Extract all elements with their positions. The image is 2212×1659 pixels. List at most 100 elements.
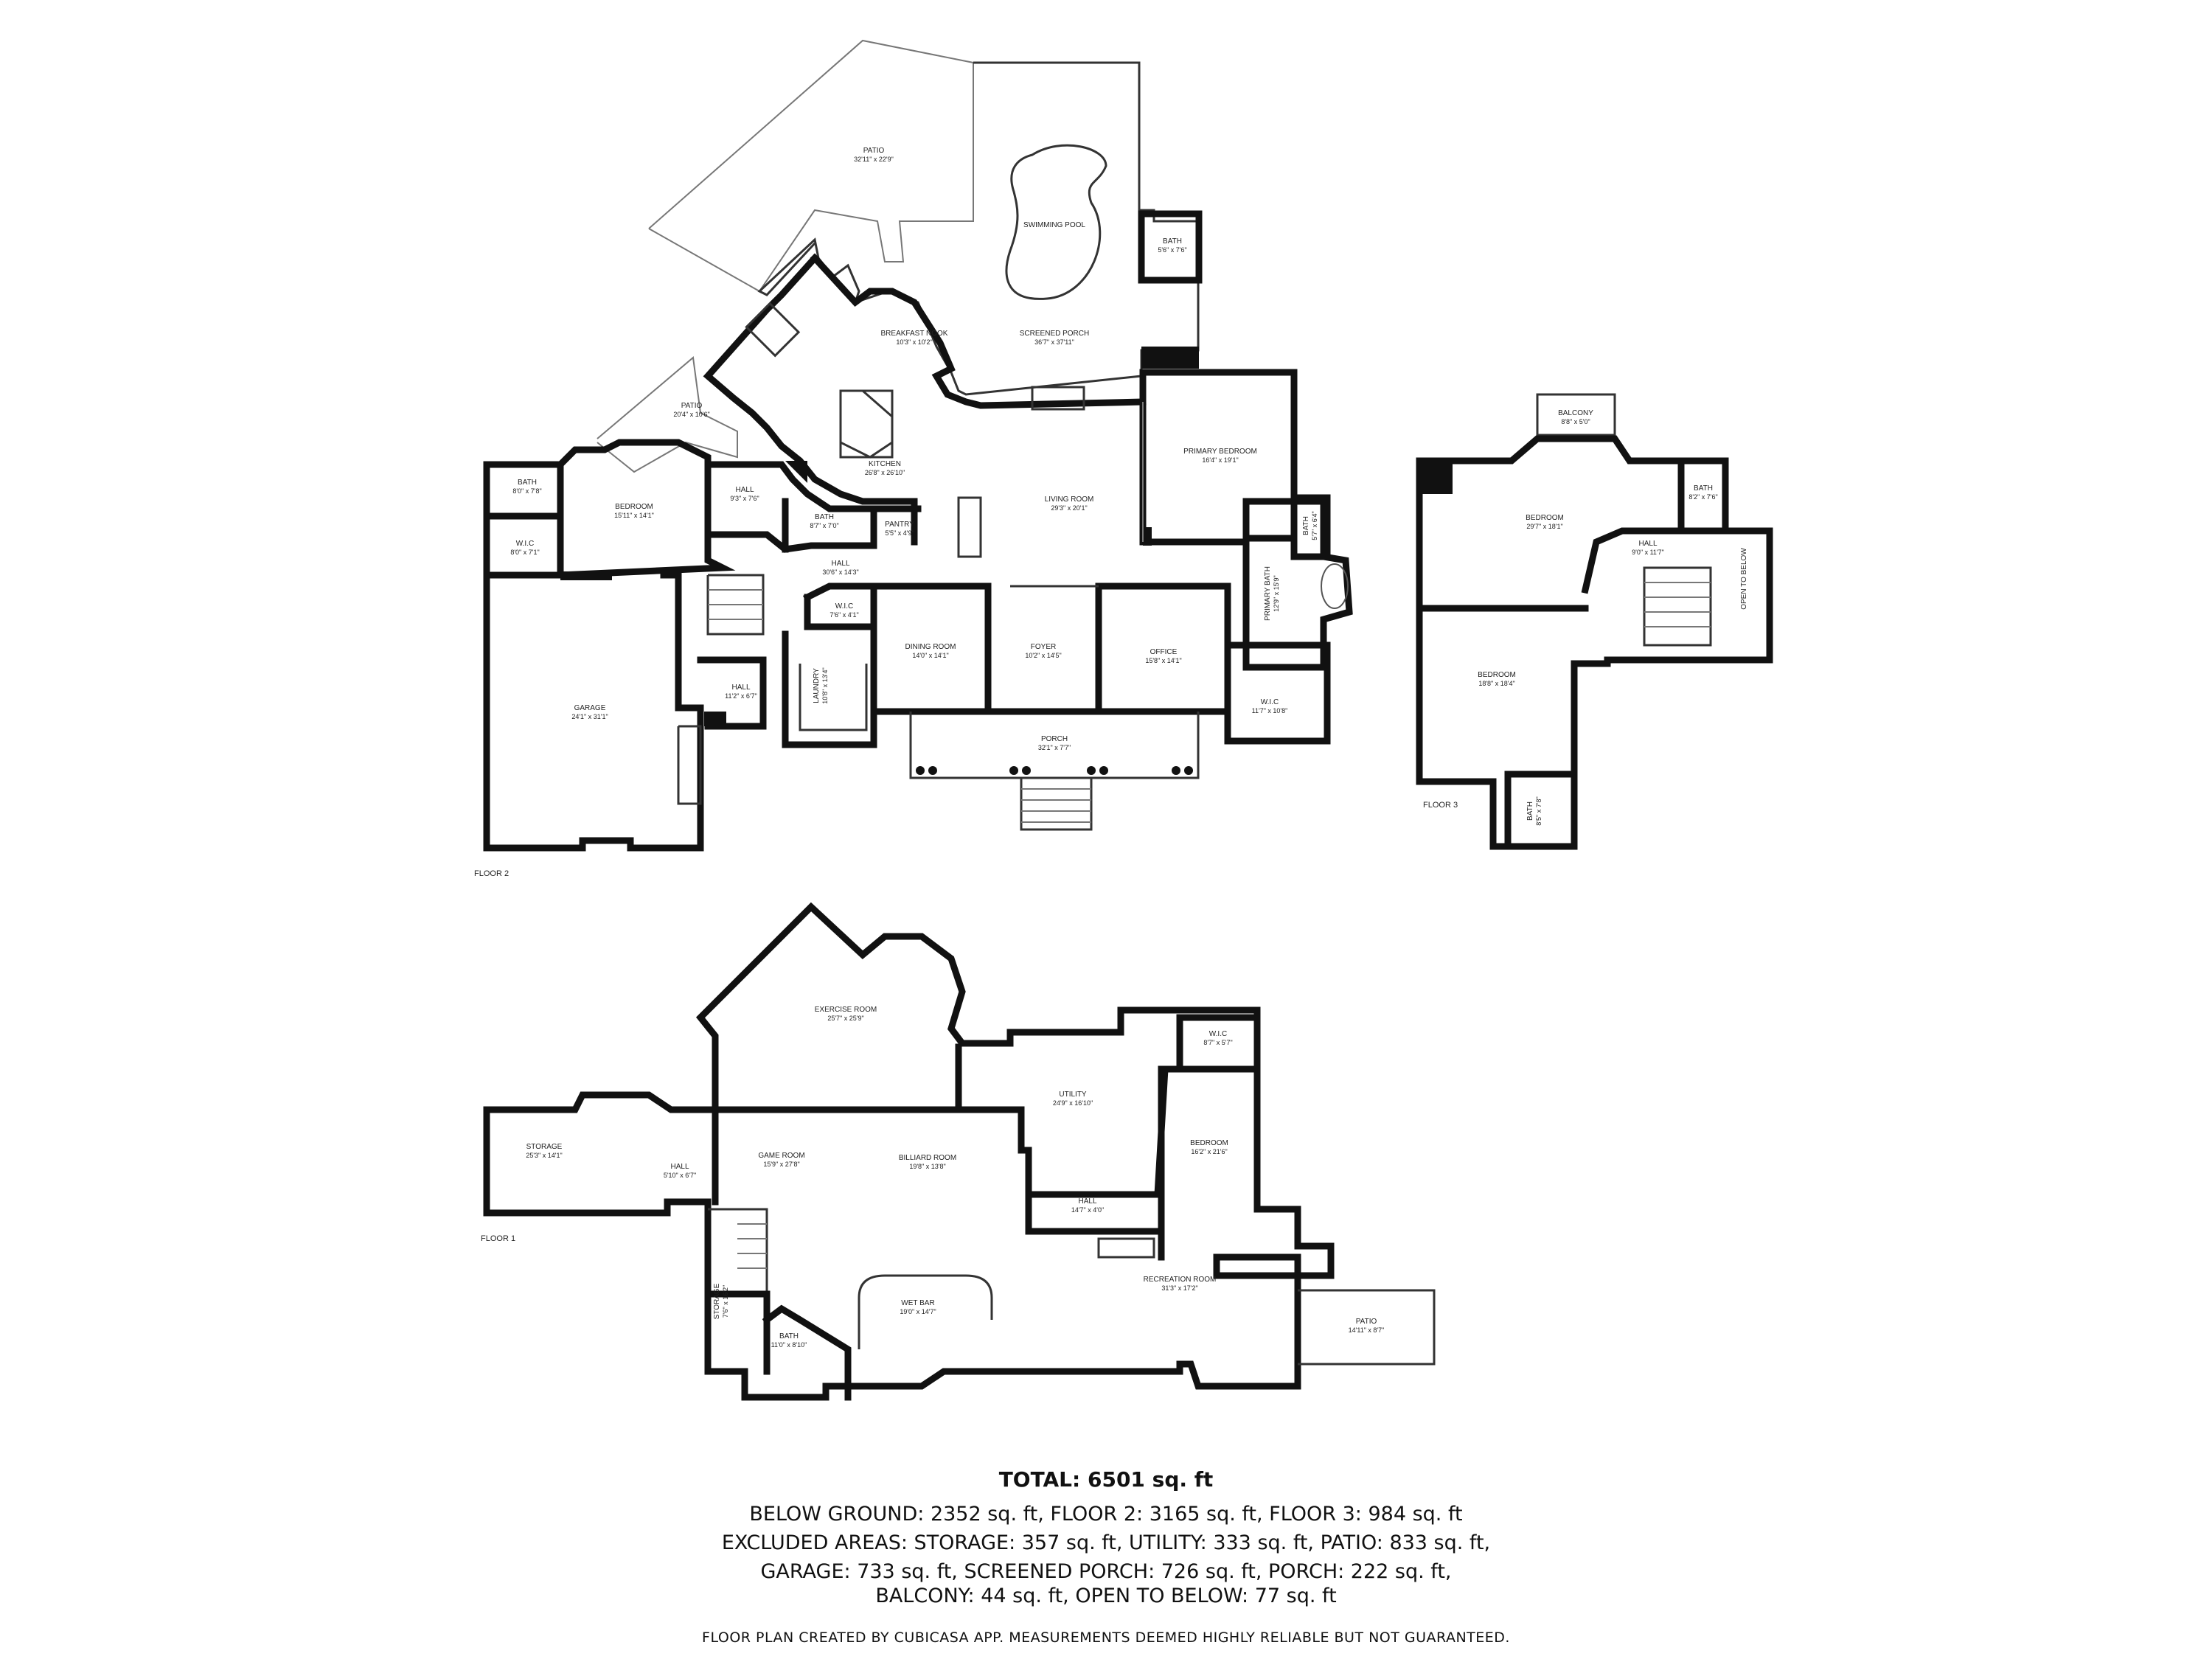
room-label: BATH xyxy=(1163,237,1182,246)
wall-block xyxy=(1143,527,1152,546)
room-dimension: 9'0" x 11'7" xyxy=(1632,549,1664,556)
room-label: STORAGE xyxy=(526,1143,563,1151)
storage-b-walls xyxy=(704,1290,771,1375)
room-dimension: 8'0" x 7'8" xyxy=(512,487,541,495)
bath-walls xyxy=(762,1304,852,1401)
room-dimension: 32'1" x 7'7" xyxy=(1038,744,1071,751)
room-dimension: 8'7" x 7'0" xyxy=(810,522,838,529)
room-label: HALL xyxy=(731,684,750,692)
room-label: W.I.C xyxy=(1261,698,1279,706)
room-label: PRIMARY BEDROOM xyxy=(1183,448,1257,456)
floor-3-label: FLOOR 3 xyxy=(1423,801,1458,810)
room-dimension: 7'6" x 16'2" xyxy=(722,1285,729,1318)
stairs-floor-1 xyxy=(708,1208,768,1295)
room-label: HALL xyxy=(670,1163,689,1171)
room-label: HALL xyxy=(1078,1197,1096,1206)
room-dimension: 26'8" x 26'10" xyxy=(865,469,905,476)
room-dimension: 5'10" x 6'7" xyxy=(664,1172,696,1179)
room-label: WET BAR xyxy=(901,1299,934,1307)
laundry-counter xyxy=(799,664,868,731)
wall-block xyxy=(1419,461,1453,494)
laundry-walls xyxy=(782,630,877,748)
disclaimer-footer: FLOOR PLAN CREATED BY CUBICASA APP. MEAS… xyxy=(702,1630,1510,1646)
room-label: HALL xyxy=(831,560,849,568)
porch-outline xyxy=(909,712,1200,779)
room-dimension: 9'3" x 7'6" xyxy=(730,495,759,502)
room-label: BILLIARD ROOM xyxy=(899,1154,956,1162)
room-dimension: 31'3" x 17'2" xyxy=(1161,1284,1197,1292)
room-dimension: 14'11" x 8'7" xyxy=(1349,1326,1385,1334)
total-area: TOTAL: 6501 sq. ft xyxy=(998,1467,1214,1492)
room-dimension: 19'0" x 14'7" xyxy=(900,1308,936,1315)
floor-2-plan: PATIO 32'11" x 22'9" SWIMMING POOL BATH … xyxy=(474,39,1353,878)
room-dimension: 15'8" x 14'1" xyxy=(1145,657,1181,664)
room-dimension: 8'2" x 7'6" xyxy=(1688,493,1717,501)
office-walls xyxy=(1095,582,1231,715)
bath-bottom-walls xyxy=(1504,771,1578,850)
garage-steps xyxy=(677,725,702,805)
room-dimension: 29'7" x 18'1" xyxy=(1526,523,1562,530)
wic-right-walls xyxy=(1224,641,1331,745)
room-dimension: 25'7" x 25'9" xyxy=(827,1015,863,1022)
room-label: BATH xyxy=(815,513,834,521)
room-label: BEDROOM xyxy=(1526,514,1564,522)
room-label: BATH xyxy=(1526,801,1534,821)
kitchen-west-walls xyxy=(703,253,918,546)
room-label: SWIMMING POOL xyxy=(1023,221,1085,229)
room-label: BATH xyxy=(518,479,537,487)
room-dimension: 5'6" x 7'6" xyxy=(1158,246,1186,254)
room-label: PATIO xyxy=(681,402,703,410)
porch-column xyxy=(1022,766,1031,775)
room-dimension: 24'9" x 16'10" xyxy=(1053,1099,1093,1107)
room-dimension: 8'0" x 7'1" xyxy=(510,549,539,556)
room-label: SCREENED PORCH xyxy=(1020,330,1089,338)
patio-side-outline xyxy=(597,356,738,473)
floor-1-label: FLOOR 1 xyxy=(481,1234,515,1243)
kitchen-counter xyxy=(840,389,894,459)
patio-main-outline xyxy=(648,39,974,293)
room-dimension: 36'7" x 37'11" xyxy=(1034,338,1074,346)
breakfast-nook-walls xyxy=(810,253,1147,409)
porch-column xyxy=(1172,766,1180,775)
wall-block xyxy=(704,712,726,726)
room-dimension: 8'5" x 7'8" xyxy=(1535,796,1543,825)
room-label: HALL xyxy=(735,486,754,494)
room-dimension: 10'3" x 10'2" xyxy=(896,338,932,346)
stairs-floor-3 xyxy=(1643,566,1712,647)
room-label: BATH xyxy=(779,1332,799,1340)
room-label: RECREATION ROOM xyxy=(1144,1276,1217,1284)
area-breakdown-line-3: GARAGE: 733 sq. ft, SCREENED PORCH: 726 … xyxy=(760,1560,1452,1583)
porch-steps xyxy=(1020,778,1093,831)
wall-block xyxy=(785,461,807,483)
wet-bar-counter xyxy=(858,1274,993,1349)
area-breakdown-line-4: BALCONY: 44 sq. ft, OPEN TO BELOW: 77 sq… xyxy=(875,1585,1337,1607)
floor-3-plan: BALCONY 8'8" x 5'0" BATH 8'2" x 7'6" BED… xyxy=(1416,393,1773,850)
floor-3-walls xyxy=(1416,435,1773,850)
room-label: EXERCISE ROOM xyxy=(815,1006,877,1014)
room-dimension: 14'0" x 14'1" xyxy=(912,652,948,659)
porch-column xyxy=(928,766,937,775)
porch-column xyxy=(1099,766,1108,775)
room-label: GARAGE xyxy=(574,704,606,712)
room-dimension: 19'8" x 13'8" xyxy=(909,1163,945,1170)
wall-block xyxy=(1141,347,1199,369)
room-label: W.I.C xyxy=(1209,1030,1227,1038)
garage-walls xyxy=(483,571,704,852)
small-bath-walls xyxy=(1290,494,1331,560)
porch-column xyxy=(916,766,925,775)
wic-mid-walls xyxy=(802,582,877,630)
room-dimension: 29'3" x 20'1" xyxy=(1051,504,1087,512)
room-label: BATH xyxy=(1694,484,1713,493)
floor-1-outer-walls xyxy=(483,902,1335,1401)
living-fixture xyxy=(957,496,982,558)
room-label: PORCH xyxy=(1041,735,1068,743)
room-label: UTILITY xyxy=(1059,1091,1087,1099)
wic-walls xyxy=(1176,1014,1261,1073)
room-dimension: 11'0" x 8'10" xyxy=(771,1341,807,1349)
room-label: DINING ROOM xyxy=(905,643,956,651)
porch-column xyxy=(1087,766,1096,775)
fireplace-main xyxy=(1031,386,1085,411)
porch-column xyxy=(1184,766,1193,775)
room-dimension: 16'2" x 21'6" xyxy=(1191,1148,1227,1155)
